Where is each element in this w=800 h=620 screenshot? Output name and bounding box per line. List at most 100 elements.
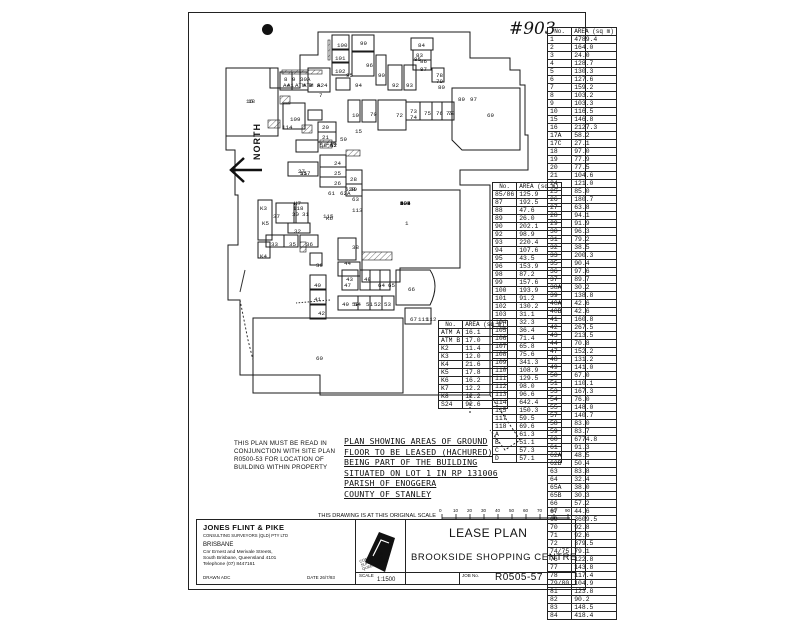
tenancy-label: 67 [410, 316, 417, 323]
note-line: R0500-53 FOR LOCATION OF [234, 456, 324, 463]
note-line: BUILDING WITHIN PROPERTY [234, 464, 328, 471]
tenancy-area: 12.0 [462, 352, 508, 361]
tenancy-number: 10 [546, 107, 573, 116]
tenancy-area: 146.8 [571, 115, 617, 124]
tenancy-label: 74 [410, 114, 417, 121]
tenancy-number: K8 [437, 392, 464, 401]
tenancy-label: 40 [314, 282, 321, 289]
tenancy-label: 18 [248, 98, 255, 105]
tenancy-label: 16 [246, 98, 253, 105]
tenancy-area: 116.5 [571, 107, 617, 116]
tenancy-label: 76 [436, 110, 443, 117]
tenancy-area: 67.0 [571, 371, 617, 380]
tenancy-number: 88 [491, 206, 518, 215]
tenancy-number: 90 [491, 222, 518, 231]
tenancy-area: 87.2 [516, 270, 562, 279]
tenancy-number: 6 [546, 75, 573, 84]
tenancy-label: 84 [418, 42, 425, 49]
tenancy-area: 129.5 [516, 374, 562, 383]
tenancy-number: 98 [491, 270, 518, 279]
tenancy-number: 15 [546, 115, 573, 124]
scale-label: SCALE [359, 573, 374, 578]
tenancy-area: 98.0 [516, 382, 562, 391]
tenancy-area: 83.0 [571, 419, 617, 428]
tenancy-label: 80 [438, 84, 445, 91]
tenancy-number: 66 [546, 499, 573, 508]
tenancy-area: 12.2 [462, 384, 508, 393]
tenancy-area: 16.2 [462, 376, 508, 385]
handwritten-annotation: #903 [509, 19, 556, 39]
north-label: NORTH [252, 123, 262, 160]
tenancy-number: 64 [546, 475, 573, 484]
table-header-area: AREA (sq m) [462, 320, 508, 329]
tenancy-area: 157.6 [516, 278, 562, 287]
tenancy-area: 213.5 [571, 331, 617, 340]
tenancy-area: 642.4 [516, 398, 562, 407]
tenancy-area: 125.9 [516, 190, 562, 199]
tenancy-label: K2 [330, 142, 337, 149]
tenancy-area: 24.0 [571, 51, 617, 60]
firm-address-2: South Brisbane, Queensland 4101 [203, 556, 277, 561]
plan-description: PLAN SHOWING AREAS OF GROUND FLOOR TO BE… [344, 436, 498, 500]
tenancy-area: 89.7 [571, 275, 617, 284]
tenancy-label: 5 [400, 200, 404, 207]
tenancy-area: 65.8 [516, 342, 562, 351]
tenancy-area: 104.9 [571, 579, 617, 588]
tenancy-number: 17A [546, 131, 573, 140]
tenancy-label: 35 [289, 241, 296, 248]
tenancy-area: 17.8 [462, 368, 508, 377]
tenancy-area: 16.1 [462, 328, 508, 337]
title-divider [405, 572, 575, 573]
job-value: R0505-57 [495, 572, 543, 583]
tenancy-label: 78 [448, 110, 455, 117]
tenancy-area: 379.5 [571, 539, 617, 548]
tenancy-area: 96.6 [516, 390, 562, 399]
tenancy-area: 59.5 [516, 414, 562, 423]
floor-plan-drawing [225, 31, 529, 451]
tenancy-area: 97.6 [571, 267, 617, 276]
tenancy-area: 418.4 [571, 611, 617, 620]
tenancy-number: 81 [546, 587, 573, 596]
tenancy-label: 58 [320, 142, 327, 149]
tenancy-area: 57.1 [516, 454, 562, 463]
tenancy-area: 104.6 [571, 171, 617, 180]
tenancy-label: 9 [292, 76, 296, 83]
tenancy-label: 107 [400, 200, 411, 207]
tenancy-label: 59 [340, 136, 347, 143]
tenancy-area: 220.4 [516, 238, 562, 247]
tenancy-label: 89 [458, 96, 465, 103]
tenancy-number: 4 [546, 59, 573, 68]
tenancy-area: 91.9 [571, 219, 617, 228]
scale-tick-label: 50 [509, 508, 515, 513]
tenancy-label: 73 [410, 108, 417, 115]
tenancy-area: 341.3 [516, 358, 562, 367]
tenancy-number: K6 [437, 376, 464, 385]
title-block: JONES FLINT & PIKE CONSULTING SURVEYORS … [196, 519, 576, 585]
firm-tagline: CONSULTING SURVEYORS (QLD) PTY LTD [203, 533, 289, 538]
tenancy-label: 92 [392, 82, 399, 89]
tenancy-label: 115 [323, 213, 334, 220]
tenancy-label: 1 [405, 220, 409, 227]
tenancy-label: 2 [400, 200, 404, 207]
north-arrow-icon [229, 157, 262, 183]
tenancy-label: 94 [355, 82, 362, 89]
tenancy-area: 76.0 [571, 395, 617, 404]
tenancy-area: 140.7 [571, 411, 617, 420]
scale-tick-label: 60 [523, 508, 529, 513]
